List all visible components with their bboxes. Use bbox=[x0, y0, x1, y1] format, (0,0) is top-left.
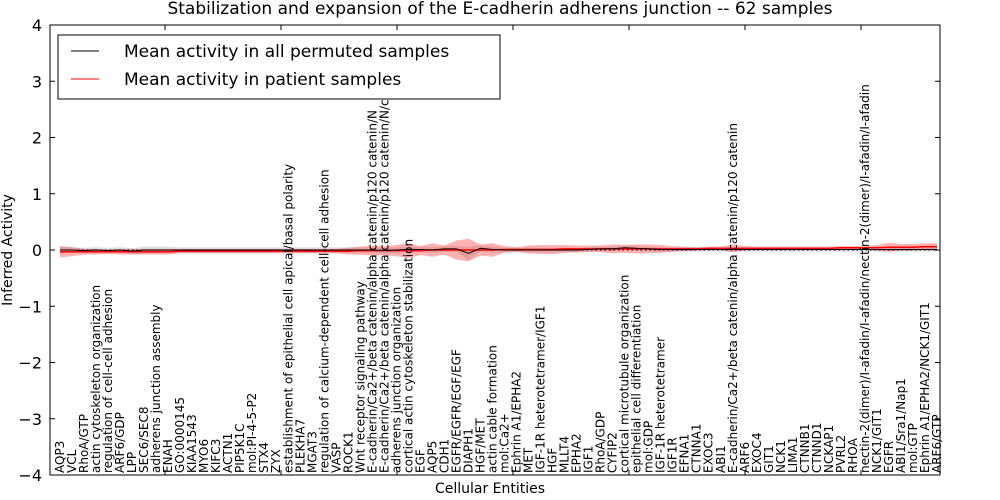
legend-label-patient: Mean activity in patient samples bbox=[124, 70, 401, 90]
x-tick-label: mol:GTP bbox=[906, 423, 920, 473]
x-tick-label: EGF bbox=[413, 449, 427, 473]
x-tick-label: adherens junction organization bbox=[389, 287, 403, 473]
y-tick-label: 3 bbox=[32, 72, 42, 91]
x-tick-label: GIT1 bbox=[762, 445, 776, 473]
x-tick-label: NCK1/GIT1 bbox=[870, 408, 884, 473]
y-tick-label: −4 bbox=[18, 466, 42, 485]
x-tick-label: mol:PI-4-5-P2 bbox=[245, 393, 259, 473]
legend-box bbox=[57, 34, 501, 100]
x-tick-label: mol:Ca2+ bbox=[498, 413, 512, 473]
x-tick-label: ZYX bbox=[269, 449, 283, 473]
x-tick-label: CTNNA1 bbox=[690, 423, 704, 473]
x-tick-label: MYO6 bbox=[197, 439, 211, 473]
x-tick-label: HGF/MET bbox=[473, 418, 487, 473]
x-tick-label: ARF6/GDP bbox=[113, 412, 127, 473]
x-tick-label: STX4 bbox=[257, 442, 271, 473]
x-tick-label: ACTN1 bbox=[221, 433, 235, 473]
x-tick-label: AQP5 bbox=[425, 441, 439, 473]
x-tick-label: epithelial cell differentiation bbox=[630, 305, 644, 473]
x-tick-label: NCK1 bbox=[774, 440, 788, 473]
x-tick-label: Ephrin A1/EPHA2 bbox=[510, 371, 524, 473]
x-tick-label: RhoA/GDP bbox=[594, 412, 608, 473]
x-tick-label: adherens junction assembly bbox=[149, 304, 163, 473]
x-tick-label: E-cadherin/Ca2+/beta catenin/alpha caten… bbox=[377, 99, 391, 473]
x-tick-label: LIMA1 bbox=[786, 437, 800, 473]
x-tick-label: RHOA bbox=[846, 437, 860, 473]
x-tick-label: MLLT4 bbox=[558, 436, 572, 473]
x-axis-label: Cellular Entities bbox=[435, 481, 545, 497]
x-tick-label: EXOC4 bbox=[750, 433, 764, 474]
y-tick-label: 2 bbox=[32, 129, 42, 148]
x-tick-label: HGF bbox=[546, 448, 560, 473]
series-line-permuted bbox=[60, 247, 937, 254]
x-tick-label: E-cadherin/Ca2+/beta catenin/alpha caten… bbox=[726, 123, 740, 473]
x-tick-label: ARF6 bbox=[738, 442, 752, 473]
x-tick-label: CTNND1 bbox=[810, 422, 824, 473]
x-tick-label: regulation of cell-cell adhesion bbox=[101, 289, 115, 473]
x-tick-label: ROCK1 bbox=[341, 431, 355, 473]
x-tick-label: ABI1 bbox=[714, 445, 728, 473]
x-tick-label: regulation of calcium-dependent cell-cel… bbox=[317, 169, 331, 473]
x-tick-label: mol:GDP bbox=[642, 421, 656, 473]
x-tick-label: actin cytoskeleton organization bbox=[89, 285, 103, 473]
y-tick-label: −2 bbox=[18, 354, 42, 373]
x-tick-label: EGFR bbox=[882, 441, 896, 473]
x-tick-label: PLEKHA7 bbox=[293, 419, 307, 473]
x-tick-label: E-cadherin/Ca2+/beta catenin/alpha caten… bbox=[365, 110, 379, 473]
x-tick-label: CTNNB1 bbox=[798, 423, 812, 473]
x-tick-label: KIAA1543 bbox=[185, 414, 199, 473]
y-tick-label: −3 bbox=[18, 410, 42, 429]
x-tick-label: ENAH bbox=[161, 439, 175, 473]
x-tick-label: RhoA/GTP bbox=[77, 414, 91, 473]
x-tick-label: EXOC3 bbox=[702, 433, 716, 474]
x-tick-label: nectin-2(dimer)/I-afadin/I-afadin/nectin… bbox=[858, 84, 872, 473]
x-tick-label: LPP bbox=[125, 452, 139, 473]
x-tick-label: IGF1 bbox=[582, 446, 596, 473]
axes: −4 −3 −2 −1 0 1 2 3 4 bbox=[18, 16, 941, 485]
chart-title: Stabilization and expansion of the E-cad… bbox=[167, 0, 832, 19]
lines bbox=[60, 245, 937, 254]
x-tick-label: VCL bbox=[65, 449, 79, 473]
x-tick-label: NCKAP1 bbox=[822, 425, 836, 473]
x-tick-label: IGF-1R heterotetramer bbox=[654, 337, 668, 473]
x-tick-label: CDH1 bbox=[437, 439, 451, 473]
legend: Mean activity in all permuted samples Me… bbox=[57, 34, 501, 100]
x-tick-label: ARF6/GTP bbox=[930, 414, 944, 473]
x-tick-label: IGF-1R heterotetramer/IGF1 bbox=[534, 306, 548, 473]
x-tick-label: EPHA2 bbox=[570, 433, 584, 473]
y-tick-label: 0 bbox=[32, 241, 42, 260]
x-tick-label: IGF1R bbox=[666, 437, 680, 473]
y-tick-label: 4 bbox=[32, 16, 42, 35]
x-tick-label: MGAT3 bbox=[305, 431, 319, 473]
x-tick-label: ABI1/Sra1/Nap1 bbox=[894, 378, 908, 473]
y-axis-label: Inferred Activity bbox=[0, 194, 16, 306]
x-tick-label: SEC6/SEC8 bbox=[137, 407, 151, 473]
x-tick-label: PVRL2 bbox=[834, 435, 848, 473]
x-tick-label: EGFR/EGFR/EGF/EGF bbox=[449, 349, 463, 473]
y-tick-label: 1 bbox=[32, 185, 42, 204]
x-tick-label: KIFC3 bbox=[209, 439, 223, 473]
x-tick-label: cortical microtubule organization bbox=[618, 275, 632, 473]
x-tick-label: EFNA1 bbox=[678, 434, 692, 473]
x-tick-label: PIP5K1C bbox=[233, 423, 247, 473]
x-tick-label: VASP bbox=[329, 442, 343, 473]
x-tick-label: GO:0000145 bbox=[173, 397, 187, 473]
x-tick-label: DIAPH1 bbox=[461, 428, 475, 473]
x-tick-label: AQP3 bbox=[53, 441, 67, 473]
x-tick-label: establishment of epithelial cell apical/… bbox=[281, 164, 295, 473]
y-tick-label: −1 bbox=[18, 297, 42, 316]
x-tick-label: MET bbox=[522, 447, 536, 473]
x-tick-label: Ephrin A1/EPHA2/NCK1/GIT1 bbox=[918, 302, 932, 473]
x-tick-label: Wnt receptor signaling pathway bbox=[353, 281, 367, 473]
x-tick-label: CYFIP2 bbox=[606, 432, 620, 473]
x-tick-label: cortical actin cytoskeleton stabilizatio… bbox=[401, 239, 415, 473]
x-tick-label: actin cable formation bbox=[485, 345, 499, 473]
legend-label-permuted: Mean activity in all permuted samples bbox=[124, 42, 449, 62]
